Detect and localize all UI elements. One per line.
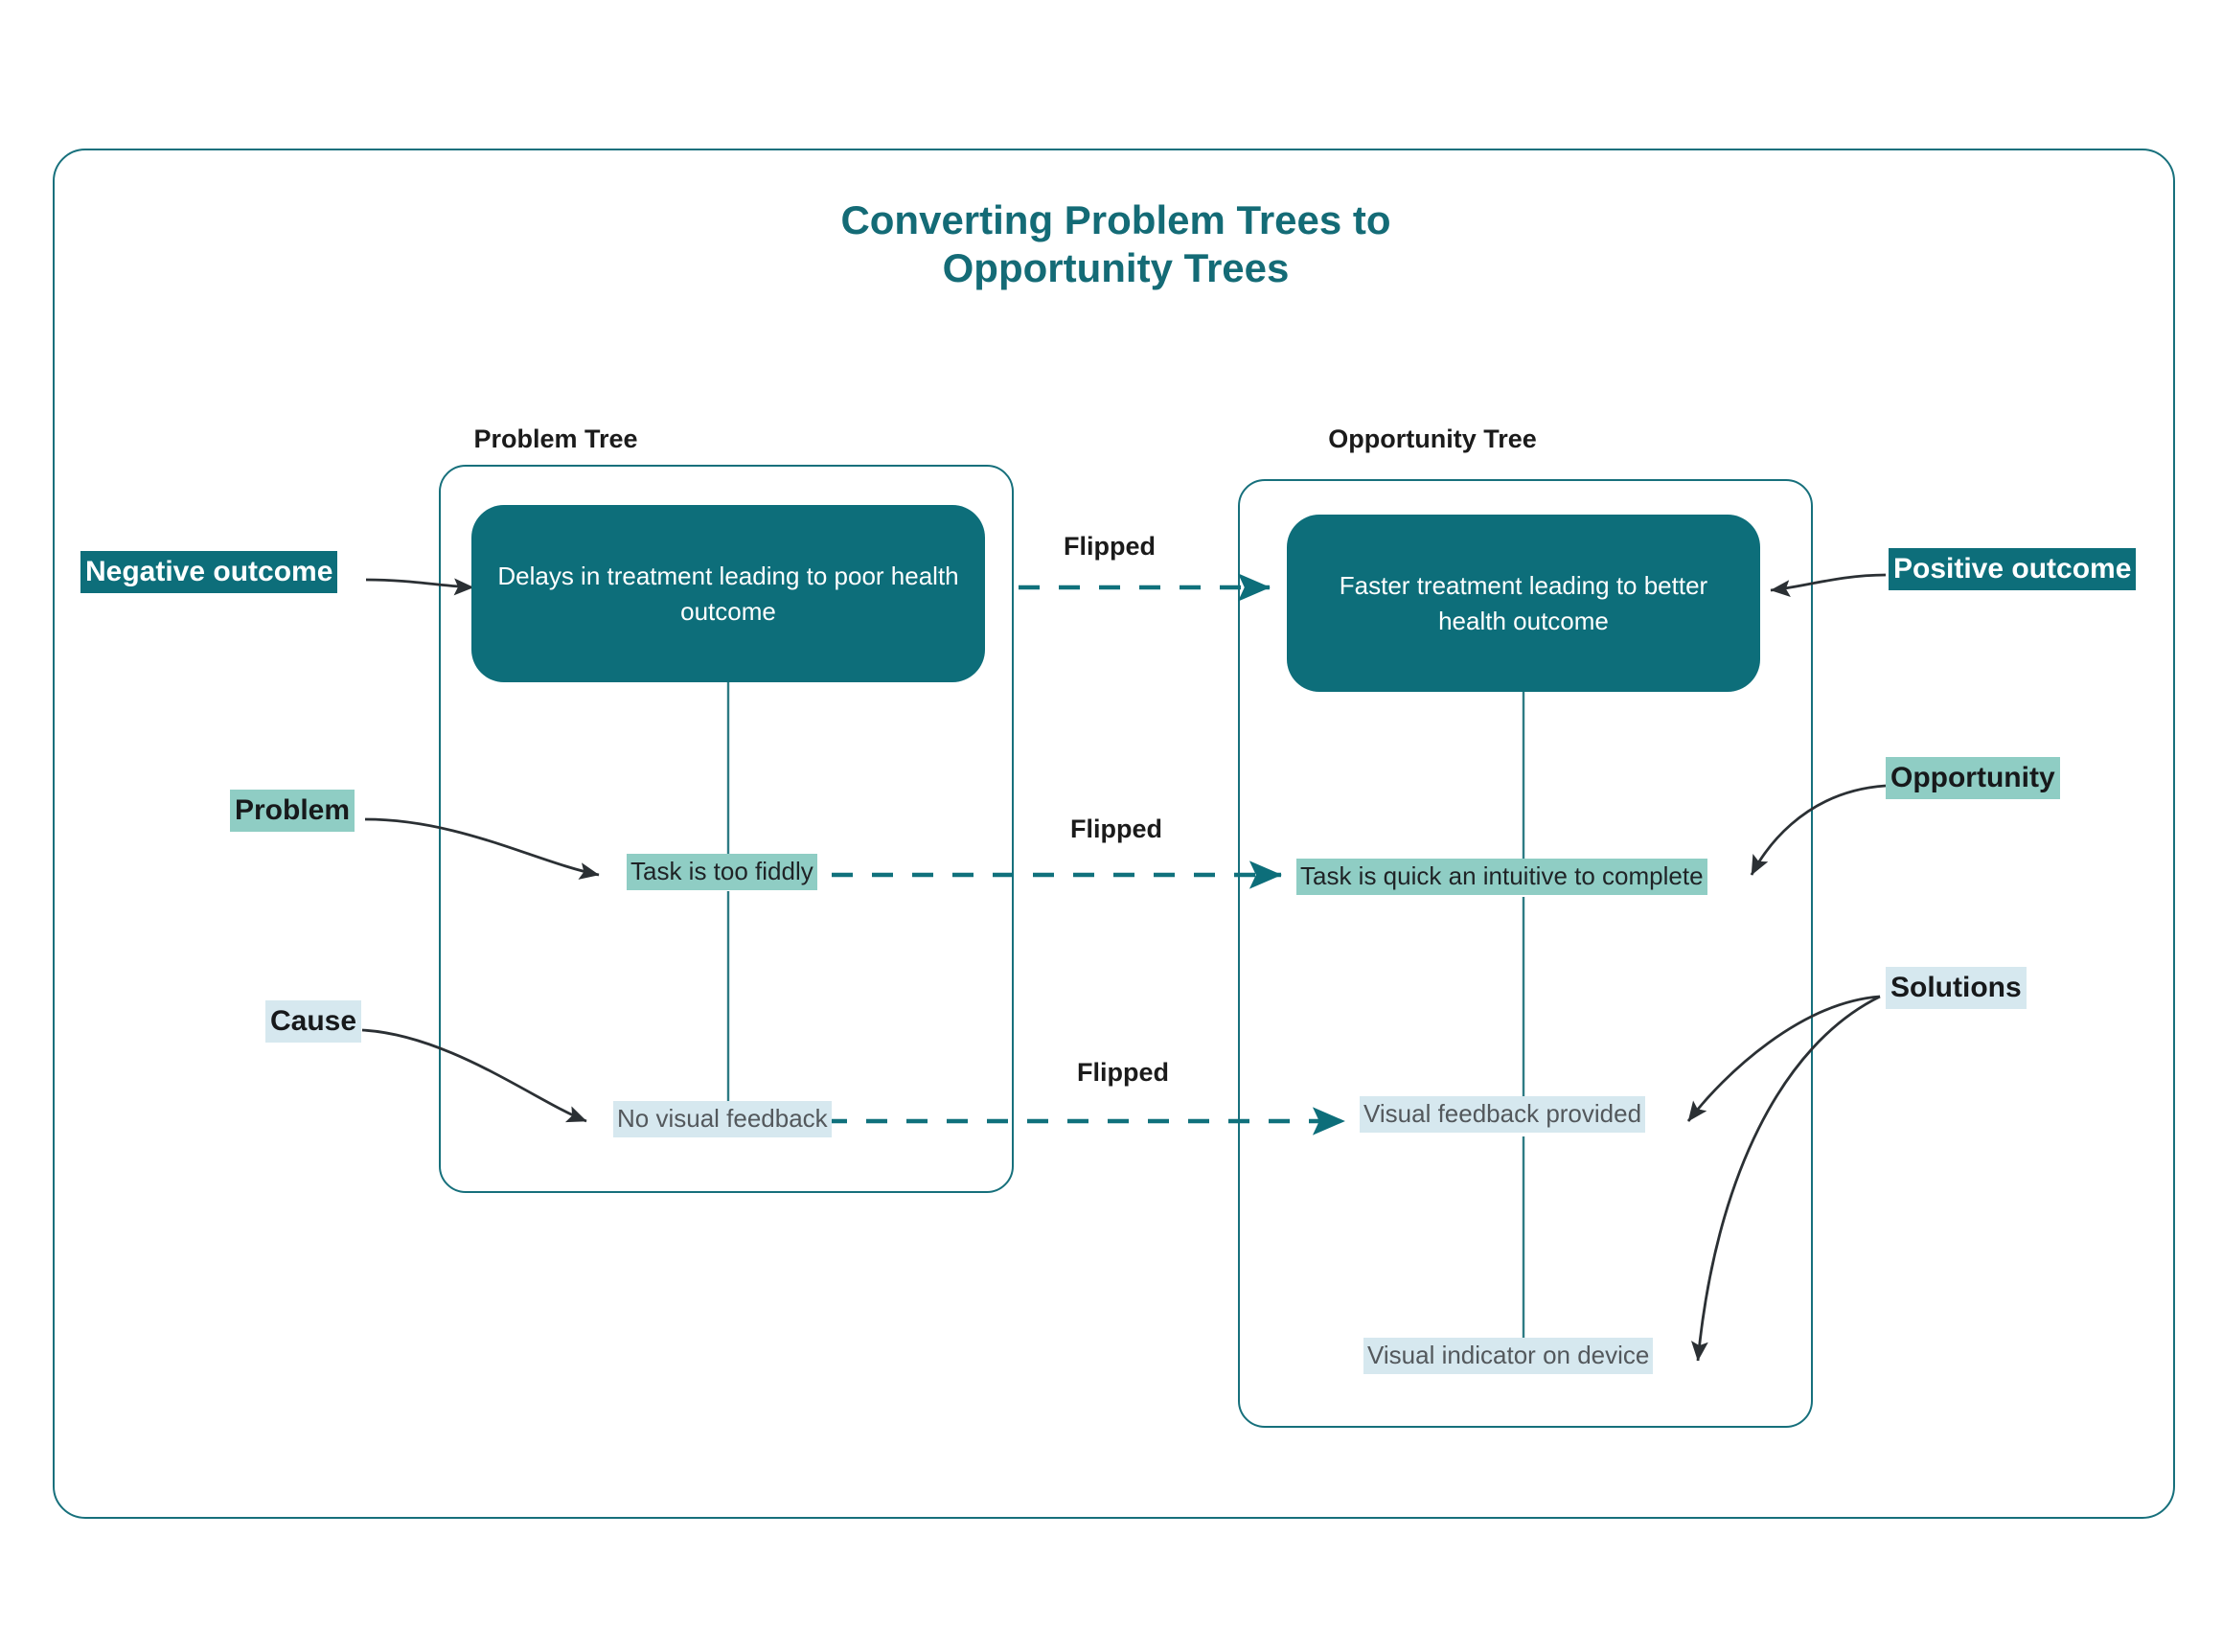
annotation-cause: Cause [265,1000,362,1043]
problem-root-node[interactable]: Delays in treatment leading to poor heal… [471,505,985,682]
title-line-2: Opportunity Trees [942,244,1290,290]
problem-node-no-visual-feedback[interactable]: No visual feedback [613,1101,832,1137]
opportunity-root-node[interactable]: Faster treatment leading to better healt… [1287,515,1760,692]
problem-node-task-fiddly[interactable]: Task is too fiddly [627,854,817,890]
annotation-opportunity: Opportunity [1886,757,2060,799]
opportunity-node-task-quick[interactable]: Task is quick an intuitive to complete [1296,859,1707,895]
page-title: Converting Problem Trees to Opportunity … [55,196,2177,291]
problem-tree-heading: Problem Tree [473,424,638,453]
flipped-label-outcome: Flipped [1064,532,1156,561]
opportunity-tree-container [1238,479,1813,1428]
annotation-negative-outcome: Negative outcome [80,551,338,593]
annotation-problem: Problem [230,790,355,832]
annotation-solutions: Solutions [1886,967,2027,1009]
flipped-label-problem: Flipped [1070,815,1162,843]
opportunity-tree-heading: Opportunity Tree [1328,424,1537,453]
flipped-label-cause: Flipped [1077,1058,1169,1087]
annotation-positive-outcome: Positive outcome [1889,548,2137,590]
opportunity-node-visual-feedback[interactable]: Visual feedback provided [1360,1096,1646,1133]
opportunity-node-visual-indicator[interactable]: Visual indicator on device [1363,1338,1654,1374]
title-line-1: Converting Problem Trees to [840,197,1391,242]
